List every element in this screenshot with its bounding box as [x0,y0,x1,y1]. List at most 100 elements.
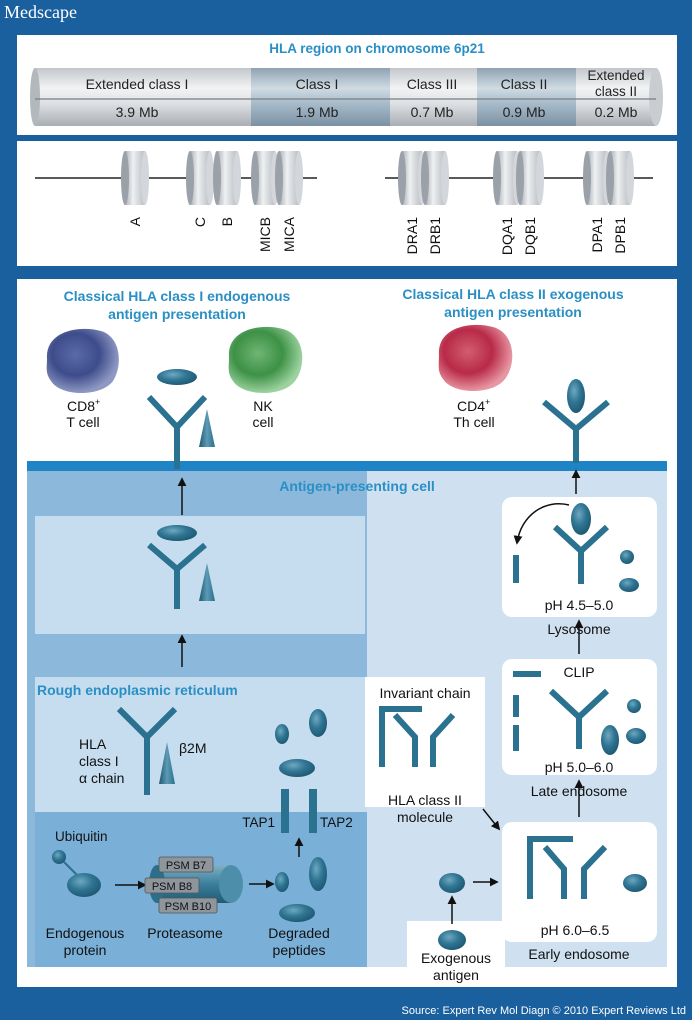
gene-label-dqb1: DQB1 [522,217,538,255]
hla2-label-line1: HLA class II [388,792,462,808]
gene-cylinder-mica [275,151,303,205]
psm-b10-label: PSM B10 [165,901,211,913]
class2-surface-molecule [542,379,610,463]
segment-size-5: 0.2 Mb [595,104,638,120]
degraded-label-line1: Degraded [268,925,330,941]
hla2-label-line2: molecule [397,809,453,825]
gene-label-mica: MICA [281,216,297,252]
segment-class-1 [251,68,391,126]
gene-label-a: A [127,216,143,226]
peptide [279,759,315,777]
early-endosome-label: Early endosome [528,946,629,962]
exo-label-line2: antigen [433,967,479,983]
early-endosome-ph: pH 6.0–6.5 [541,922,610,938]
hla-label-line1: HLA [79,736,107,752]
rer-label: Rough endoplasmic reticulum [37,682,238,698]
tap1-label: TAP1 [242,815,275,830]
degraded-peptide [309,857,327,891]
psm-b7-label: PSM B7 [166,860,206,872]
gene-label-dpa1: DPA1 [589,217,605,253]
gene-label-b: B [219,217,235,226]
clip-label: CLIP [563,664,594,680]
gene-cylinder-micb [251,151,279,205]
degraded-peptide [279,904,315,922]
chromosome-diagram: HLA region on chromosome 6p21 Extended c… [30,41,663,126]
cd4-th-cell [438,324,513,391]
gene-label-c: C [192,217,208,227]
gene-label-dra1: DRA1 [404,217,420,255]
ubiquitin [52,850,66,864]
segment-size-3: 0.7 Mb [411,104,454,120]
segment-name-5b: class II [595,84,637,99]
class1-surface-molecule [146,369,215,469]
cd4-label-line2: Th cell [453,414,494,430]
apc-membrane [27,461,667,471]
segment-size-2: 1.9 Mb [296,104,339,120]
segment-name-1: Extended class I [86,76,189,92]
class1-er-molecule [116,706,178,795]
segment-name-2: Class I [296,76,339,92]
golgi-vesicle [35,516,365,634]
endo-label-line2: protein [64,942,107,958]
segment-extended-class-2 [576,68,656,126]
segment-class-3 [390,68,478,126]
exo-label-line1: Exogenous [421,950,491,966]
endogenous-protein [67,873,101,897]
gene-label-dqa1: DQA1 [499,217,515,255]
class2-title-line1: Classical HLA class II exogenous [402,286,623,302]
segment-size-4: 0.9 Mb [503,104,546,120]
tap2-label: TAP2 [320,815,353,830]
gene-cylinder-dqb1 [516,151,544,205]
cd4-label: CD4+ [457,397,490,414]
tap1-channel [281,789,289,833]
peptide [275,724,289,744]
source-footer: Source: Expert Rev Mol Diagn © 2010 Expe… [401,1005,686,1017]
nk-cell [228,326,303,393]
invariant-chain-label: Invariant chain [379,685,470,701]
nk-label-line2: cell [252,414,273,430]
late-endosome-ph: pH 5.0–6.0 [545,759,614,775]
gene-cylinder-b [213,151,241,205]
nk-label-line1: NK [253,398,273,414]
panel-a: HLA region on chromosome 6p21 Extended c… [17,35,677,135]
exogenous-antigen [438,930,466,950]
antigen-presentation-diagram: Classical HLA class I endogenous antigen… [27,286,667,987]
class1-title-line2: antigen presentation [108,306,246,322]
proteasome-label: Proteasome [147,925,223,941]
cd8-t-cell [46,328,119,393]
ubiquitin-label: Ubiquitin [55,829,108,844]
segment-class-2 [477,68,577,126]
class1-title-line1: Classical HLA class I endogenous [64,288,291,304]
hla-label-line3: α chain [79,770,124,786]
panel-c: Classical HLA class I endogenous antigen… [17,279,677,987]
b2m-label: β2M [179,740,207,756]
brand-logo: Medscape [4,2,77,22]
peptide [309,709,327,737]
gene-label-dpb1: DPB1 [612,217,628,254]
class2-early-molecule [527,836,647,899]
exogenous-antigen-internalized [439,873,465,893]
segment-name-3: Class III [407,76,458,92]
panel-a-title: HLA region on chromosome 6p21 [269,41,485,56]
lysosome-ph: pH 4.5–5.0 [545,597,614,613]
proteasome [144,856,243,914]
segment-name-4: Class II [501,76,548,92]
endo-label-line1: Endogenous [46,925,125,941]
segment-extended-class-1 [35,68,253,126]
class2-late-molecule [513,671,646,755]
gene-cylinder-a [121,151,149,205]
early-endosome-compartment [502,822,657,942]
tap2-channel [309,789,317,833]
psm-b8-label: PSM B8 [152,881,192,893]
apc-label: Antigen-presenting cell [279,478,435,494]
segment-name-5a: Extended [587,68,644,83]
cd8-label-line2: T cell [66,414,99,430]
hla-label-line2: class I [79,753,119,769]
class2-invariant-molecule [379,706,456,767]
segment-size-1: 3.9 Mb [116,104,159,120]
gene-cylinder-c [186,151,214,205]
gene-cylinder-drb1 [421,151,449,205]
cd8-label: CD8+ [67,397,100,414]
